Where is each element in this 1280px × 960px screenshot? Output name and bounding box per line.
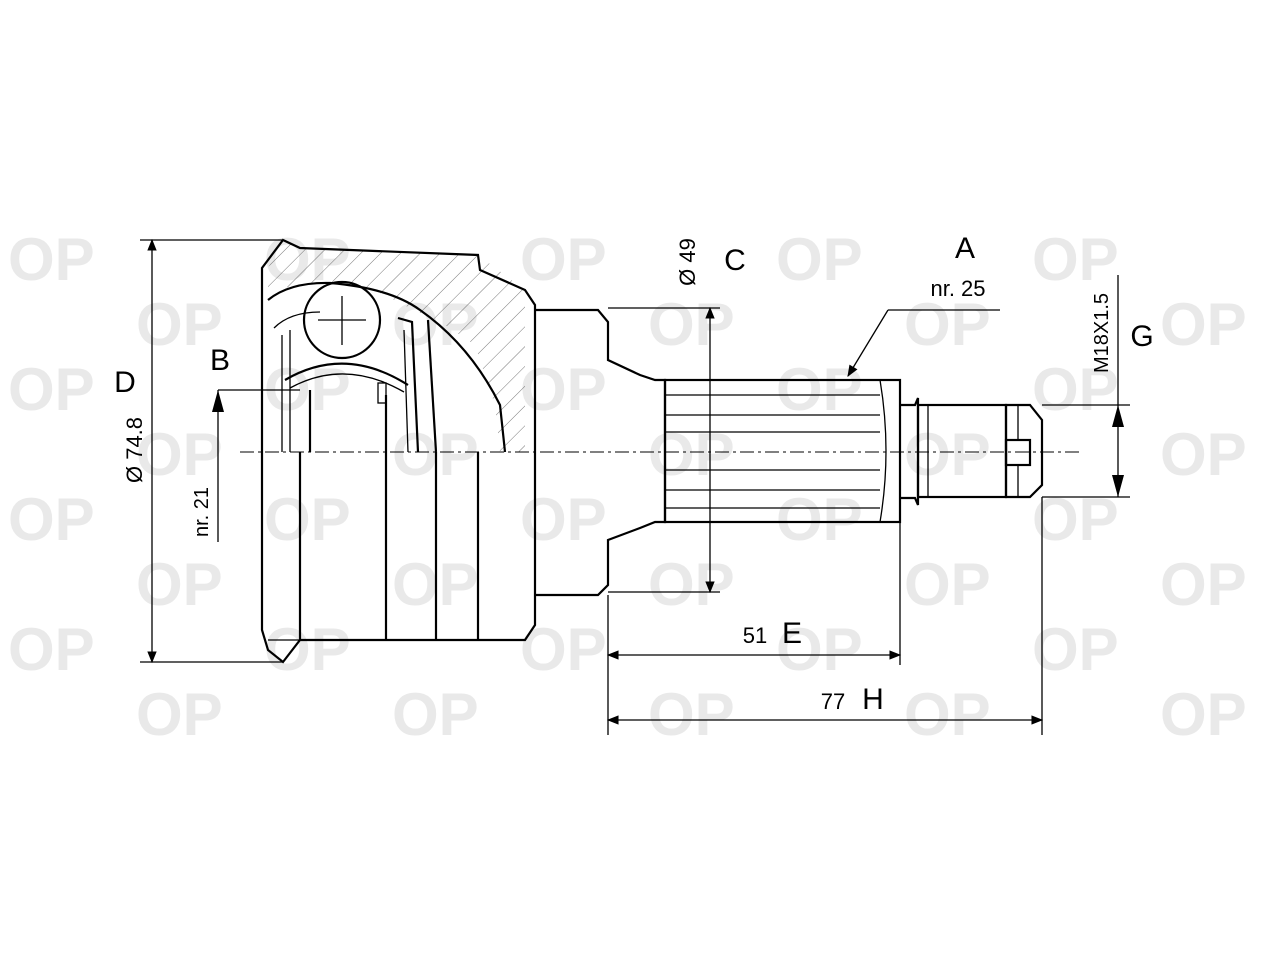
- watermark-logo: OP: [1032, 226, 1119, 293]
- watermark-logo: OP: [904, 291, 991, 358]
- label-h-letter: H: [862, 683, 884, 716]
- label-c-letter: C: [724, 244, 746, 277]
- watermark-logo: OP: [1160, 681, 1247, 748]
- label-g-value: M18X1.5: [1091, 293, 1113, 373]
- joint-housing: [140, 238, 537, 664]
- watermark-logo: OP: [8, 486, 95, 553]
- dimension-a: [847, 309, 1000, 378]
- label-b-value: nr. 21: [191, 487, 213, 537]
- dimension-e: [606, 522, 902, 735]
- watermark-logo: OP: [1032, 356, 1119, 423]
- watermark-logo: OP: [1032, 616, 1119, 683]
- watermark-logo: OP: [520, 226, 607, 293]
- dimension-g: [1042, 275, 1130, 498]
- watermark-logo: OP: [1160, 421, 1247, 488]
- watermark-logo: OP: [648, 291, 735, 358]
- watermark-logo: OP: [520, 356, 607, 423]
- splined-shaft: [663, 378, 1044, 524]
- watermark-logo: OP: [520, 486, 607, 553]
- watermark-logo: OP: [776, 356, 863, 423]
- label-e-letter: E: [782, 617, 802, 650]
- watermark-logo: OP: [776, 226, 863, 293]
- dimension-h: [606, 497, 1044, 735]
- watermark-logo: OP: [776, 616, 863, 683]
- label-a-value: nr. 25: [930, 276, 985, 301]
- watermark-logo: OP: [8, 616, 95, 683]
- watermark-logo: OP: [264, 616, 351, 683]
- label-b-letter: B: [210, 344, 230, 377]
- watermark-logo: OP: [648, 551, 735, 618]
- label-d-letter: D: [114, 366, 136, 399]
- watermark-logo: OP: [392, 681, 479, 748]
- watermark-logo: OP: [1160, 291, 1247, 358]
- watermark-logo: OP: [136, 681, 223, 748]
- watermark-logo: OP: [136, 421, 223, 488]
- watermark-logo: OP: [264, 486, 351, 553]
- watermark-logo: OP: [776, 486, 863, 553]
- label-e-value: 51: [743, 623, 767, 648]
- watermark-logo: OP: [648, 681, 735, 748]
- watermark-logo: OP: [904, 681, 991, 748]
- label-c-value: Ø 49: [675, 238, 700, 286]
- watermark-logo: OP: [904, 551, 991, 618]
- watermark-logo: OP: [8, 226, 95, 293]
- label-g-letter: G: [1130, 320, 1153, 353]
- watermark-logo: OP: [1032, 486, 1119, 553]
- dimension-d: [140, 238, 283, 664]
- dimension-b: [212, 389, 300, 542]
- label-h-value: 77: [821, 689, 845, 714]
- label-d-value: Ø 74.8: [122, 417, 147, 483]
- watermark-logo: OP: [136, 551, 223, 618]
- watermark-grid: OP OP OP OP OP OP OP OP OP OP OP OP OP OP OP OP OP OP OP OP…: [8, 226, 1247, 748]
- watermark-logo: OP: [1160, 551, 1247, 618]
- watermark-logo: OP: [8, 356, 95, 423]
- watermark-logo: OP: [648, 421, 735, 488]
- label-a-letter: A: [955, 232, 975, 265]
